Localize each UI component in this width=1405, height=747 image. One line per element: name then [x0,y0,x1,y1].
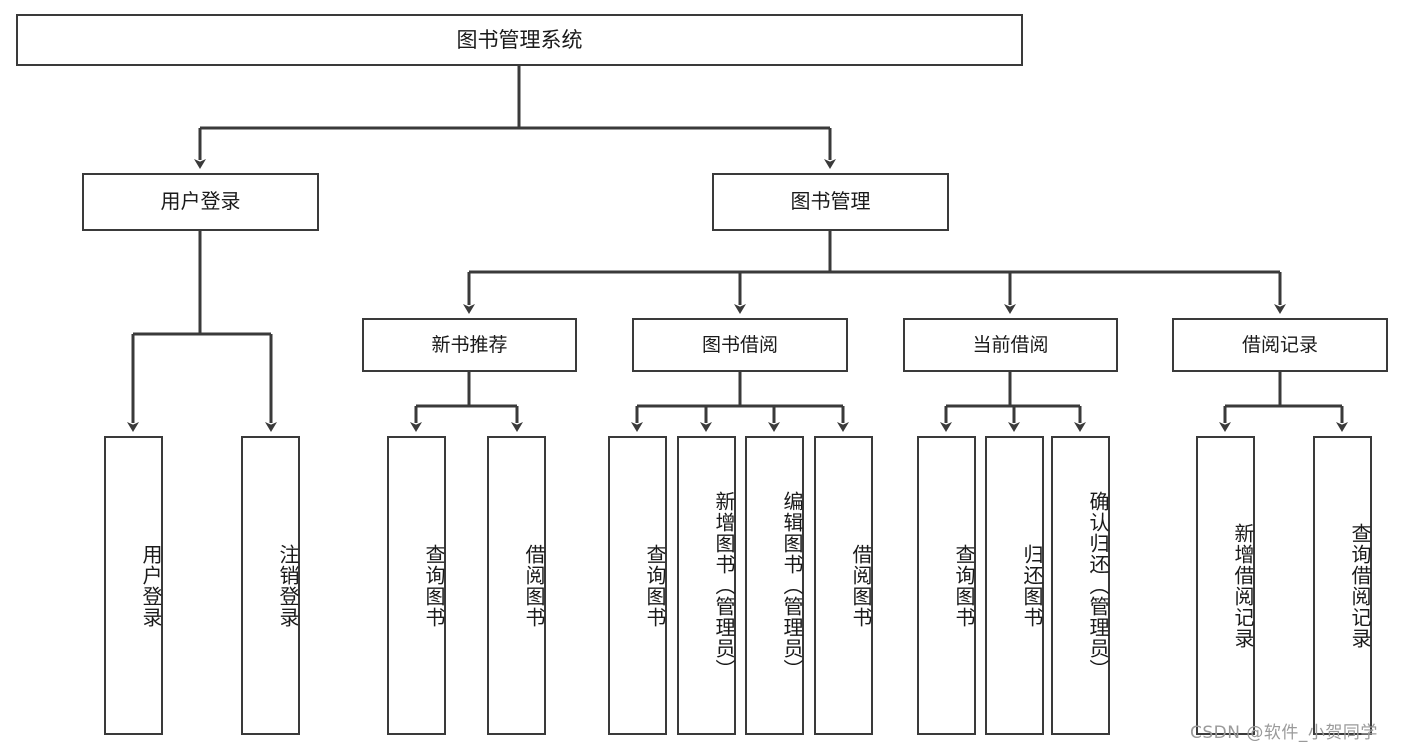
node-leaf-user-login-label: 用户登录 [139,543,163,628]
node-root-label: 图书管理系统 [456,27,583,52]
node-new-book-recommend-label: 新书推荐 [431,333,508,356]
node-leaf-query-book-3[interactable]: 查询图书 [917,436,976,735]
node-leaf-confirm-return-admin-label: 确认归还（管理员） [1086,491,1110,680]
node-borrow-record[interactable]: 借阅记录 [1172,318,1388,372]
node-leaf-query-book-3-label: 查询图书 [952,543,976,628]
edge-root-to-level1 [194,66,836,169]
node-leaf-edit-book-admin[interactable]: 编辑图书（管理员） [745,436,804,735]
node-leaf-query-book-2-label: 查询图书 [643,543,667,628]
node-book-borrow-label: 图书借阅 [701,333,778,356]
node-leaf-add-book-admin-label: 新增图书（管理员） [712,491,736,680]
node-leaf-confirm-return-admin[interactable]: 确认归还（管理员） [1051,436,1110,735]
node-leaf-borrow-book-2[interactable]: 借阅图书 [814,436,873,735]
node-leaf-query-borrow-record-label: 查询借阅记录 [1348,522,1372,649]
node-book-manage[interactable]: 图书管理 [712,173,949,231]
csdn-watermark: CSDN @软件_小贺同学 [1190,723,1378,743]
node-leaf-return-book[interactable]: 归还图书 [985,436,1044,735]
node-leaf-add-borrow-record-label: 新增借阅记录 [1231,522,1255,649]
node-user-login[interactable]: 用户登录 [82,173,319,231]
node-leaf-query-book-1-label: 查询图书 [422,543,446,628]
edge-current-to-leaves [940,372,1086,432]
edge-record-to-leaves [1219,372,1348,432]
node-leaf-borrow-book-2-label: 借阅图书 [849,543,873,628]
node-book-borrow[interactable]: 图书借阅 [632,318,848,372]
edge-recommend-to-leaves [410,372,523,432]
node-leaf-add-book-admin[interactable]: 新增图书（管理员） [677,436,736,735]
node-book-manage-label: 图书管理 [790,189,871,214]
node-leaf-return-book-label: 归还图书 [1020,543,1044,628]
node-leaf-user-logout[interactable]: 注销登录 [241,436,300,735]
node-leaf-query-borrow-record[interactable]: 查询借阅记录 [1313,436,1372,735]
node-leaf-user-login[interactable]: 用户登录 [104,436,163,735]
node-leaf-borrow-book-1[interactable]: 借阅图书 [487,436,546,735]
node-current-borrow-label: 当前借阅 [972,333,1049,356]
edge-userlogin-to-leaves [127,231,277,432]
node-leaf-edit-book-admin-label: 编辑图书（管理员） [780,491,804,680]
edge-borrow-to-leaves [631,372,849,432]
node-leaf-query-book-1[interactable]: 查询图书 [387,436,446,735]
edge-bookmanage-to-level2 [463,231,1286,314]
node-leaf-user-logout-label: 注销登录 [276,543,300,628]
node-root[interactable]: 图书管理系统 [16,14,1023,66]
node-borrow-record-label: 借阅记录 [1241,333,1318,356]
node-leaf-add-borrow-record[interactable]: 新增借阅记录 [1196,436,1255,735]
node-leaf-query-book-2[interactable]: 查询图书 [608,436,667,735]
node-user-login-label: 用户登录 [160,189,241,214]
node-leaf-borrow-book-1-label: 借阅图书 [522,543,546,628]
node-new-book-recommend[interactable]: 新书推荐 [362,318,577,372]
node-current-borrow[interactable]: 当前借阅 [903,318,1118,372]
